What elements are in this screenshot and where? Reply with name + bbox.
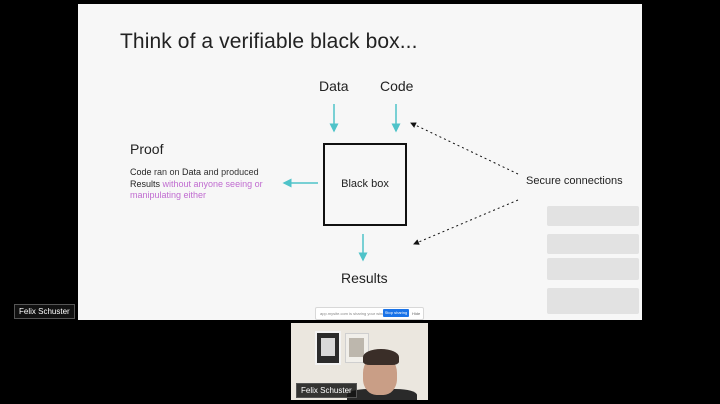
presenter-name-tag: Felix Schuster	[14, 304, 75, 319]
secure-connections-label: Secure connections	[526, 175, 623, 187]
proof-highlight: without anyone seeing or manipulating ei…	[130, 178, 263, 201]
video-name-tag: Felix Schuster	[296, 383, 357, 398]
proof-ran-on: ran on	[151, 167, 183, 177]
participant-hair	[363, 349, 399, 365]
code-label: Code	[380, 78, 414, 94]
proof-body: Code ran on Data and produced Results wi…	[130, 167, 280, 202]
blurred-notification-panel	[547, 206, 639, 316]
stop-sharing-button[interactable]: Stop sharing	[383, 309, 409, 317]
proof-code-word: Code	[130, 167, 152, 177]
wall-picture	[345, 333, 369, 363]
data-label: Data	[319, 78, 349, 94]
share-status-text: app.mysite.com is sharing your window	[320, 311, 390, 316]
slide-title: Think of a verifiable black box...	[120, 30, 418, 53]
proof-results-word: Results	[130, 178, 161, 189]
screen-share-bar: app.mysite.com is sharing your window St…	[315, 307, 424, 320]
results-label: Results	[341, 270, 388, 286]
secure-arrow-bottom	[413, 199, 519, 245]
secure-arrow-top	[410, 122, 519, 175]
diagram-arrows	[282, 104, 519, 262]
proof-and-produced: and produced	[201, 167, 259, 177]
presentation-slide: Think of a verifiable black box... Data …	[78, 4, 642, 320]
black-box: Black box	[323, 143, 407, 226]
black-box-label: Black box	[341, 178, 389, 190]
wall-picture	[315, 331, 341, 365]
proof-data-word: Data	[182, 167, 202, 177]
proof-title: Proof	[130, 141, 164, 157]
hide-button[interactable]: Hide	[412, 311, 421, 316]
